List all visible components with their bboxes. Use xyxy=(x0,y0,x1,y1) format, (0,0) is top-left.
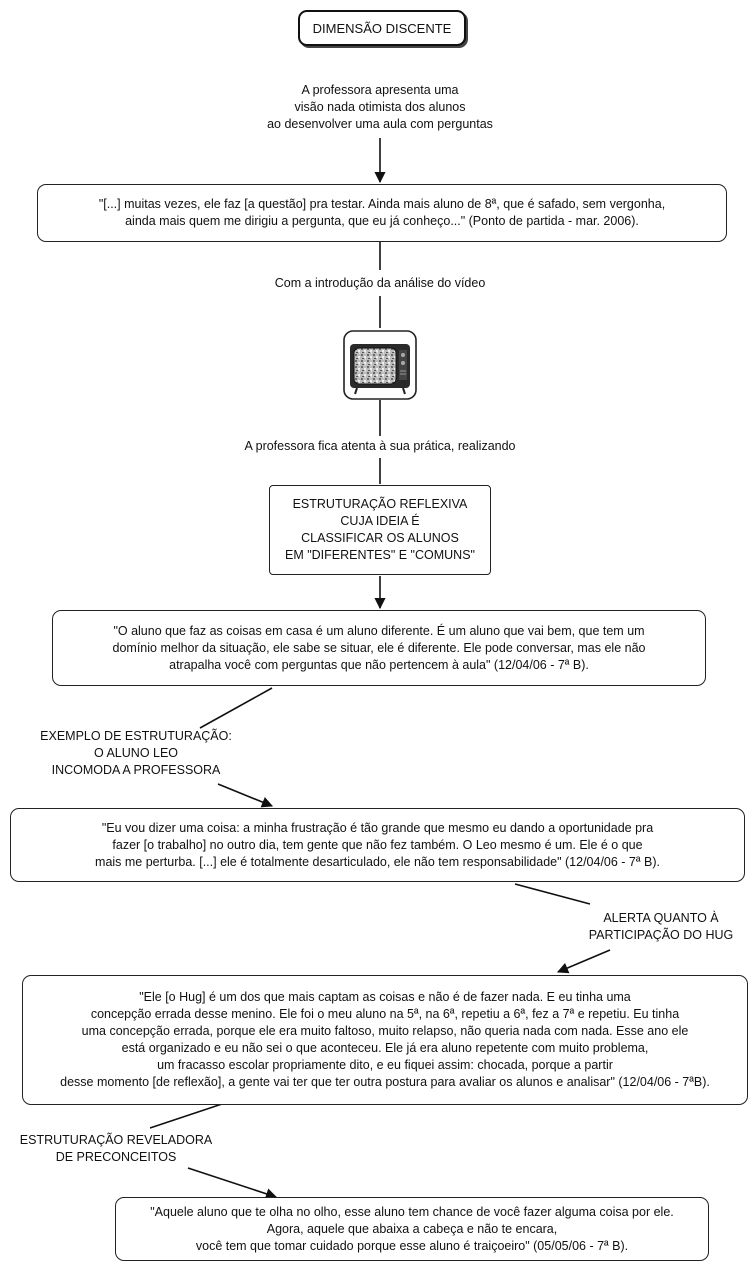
title-box: DIMENSÃO DISCENTE xyxy=(298,10,466,46)
quote5-text: "Aquele aluno que te olha no olho, esse … xyxy=(150,1204,674,1253)
line-quote3-to-alert xyxy=(514,883,591,905)
tv-icon xyxy=(343,330,417,400)
quote3-text: "Eu vou dizer uma coisa: a minha frustra… xyxy=(95,820,660,869)
line-quote4-to-prejudice xyxy=(149,1103,223,1129)
line-quote2-to-example xyxy=(199,687,273,729)
attentive-text: A professora fica atenta à sua prática, … xyxy=(244,439,516,453)
alert-text: ALERTA QUANTO À PARTICIPAÇÃO DO HUG xyxy=(588,911,734,942)
quote2-text: "O aluno que faz as coisas em casa é um … xyxy=(112,623,646,672)
quote2-box: "O aluno que faz as coisas em casa é um … xyxy=(52,610,706,686)
quote3-box: "Eu vou dizer uma coisa: a minha frustra… xyxy=(10,808,745,882)
example-text: EXEMPLO DE ESTRUTURAÇÃO: O ALUNO LEO INC… xyxy=(40,729,232,777)
video-intro-text: Com a introdução da análise do vídeo xyxy=(274,276,486,290)
arrow-example-to-quote3 xyxy=(217,783,274,808)
quote1-box: "[...] muitas vezes, ele faz [a questão]… xyxy=(37,184,727,242)
arrow-alert-to-quote4 xyxy=(556,949,611,974)
quote4-box: "Ele [o Hug] é um dos que mais captam as… xyxy=(22,975,748,1105)
arrow-prejudice-to-quote5 xyxy=(187,1167,278,1200)
intro-text: A professora apresenta uma visão nada ot… xyxy=(267,83,493,131)
prejudice-text: ESTRUTURAÇÃO REVELADORA DE PRECONCEITOS xyxy=(19,1133,213,1164)
quote4-text: "Ele [o Hug] é um dos que mais captam as… xyxy=(60,990,710,1089)
reflexive-box: ESTRUTURAÇÃO REFLEXIVA CUJA IDEIA É CLAS… xyxy=(269,485,491,575)
title-text: DIMENSÃO DISCENTE xyxy=(312,20,452,36)
reflexive-text: ESTRUTURAÇÃO REFLEXIVA CUJA IDEIA É CLAS… xyxy=(285,497,475,562)
quote5-box: "Aquele aluno que te olha no olho, esse … xyxy=(115,1197,709,1261)
quote1-text: "[...] muitas vezes, ele faz [a questão]… xyxy=(98,197,666,228)
